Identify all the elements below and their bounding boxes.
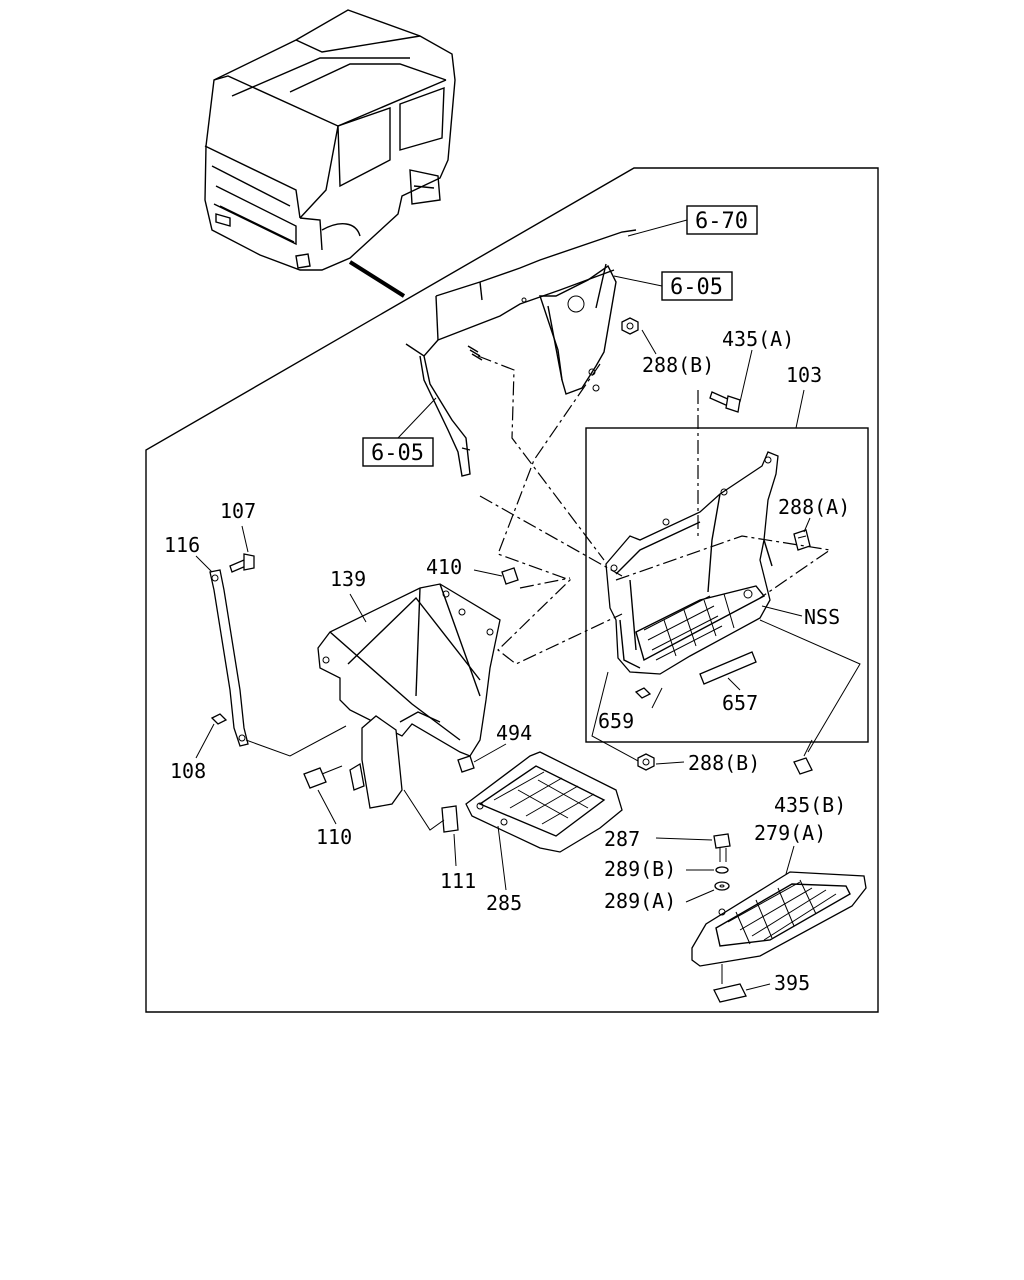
label-288b-bottom: 288(B) bbox=[688, 751, 760, 775]
leader bbox=[655, 837, 713, 841]
leader bbox=[317, 789, 337, 825]
leader bbox=[397, 397, 437, 439]
truck-cab-illustration bbox=[204, 9, 456, 298]
label-657: 657 bbox=[722, 691, 758, 715]
label-108: 108 bbox=[170, 759, 206, 783]
label-279a: 279(A) bbox=[754, 821, 826, 845]
leader bbox=[803, 517, 811, 533]
ref-6-70-label: 6-70 bbox=[695, 209, 748, 234]
label-289a: 289(A) bbox=[604, 889, 676, 913]
leader bbox=[473, 569, 503, 577]
leader bbox=[651, 687, 663, 709]
bolt-110 bbox=[303, 762, 365, 791]
leader bbox=[403, 789, 445, 831]
label-435a: 435(A) bbox=[722, 327, 794, 351]
nut-108 bbox=[210, 713, 228, 725]
chassis-bracket bbox=[405, 229, 637, 477]
label-287: 287 bbox=[604, 827, 640, 851]
clip-111 bbox=[441, 805, 459, 833]
step-bracket-103 bbox=[605, 451, 779, 675]
leader bbox=[497, 825, 507, 891]
label-395: 395 bbox=[774, 971, 810, 995]
label-289b: 289(B) bbox=[604, 857, 676, 881]
leader bbox=[349, 593, 367, 623]
leader bbox=[761, 605, 803, 617]
leader bbox=[195, 723, 215, 759]
stay-116 bbox=[209, 569, 249, 747]
leader bbox=[685, 889, 715, 903]
leader bbox=[627, 219, 688, 237]
assembly-103-box bbox=[585, 427, 869, 743]
leader bbox=[473, 743, 507, 763]
clip-288a bbox=[793, 529, 811, 551]
washer-289b bbox=[715, 866, 729, 874]
ref-6-05-top-label: 6-05 bbox=[670, 275, 723, 300]
label-116: 116 bbox=[164, 533, 200, 557]
leader bbox=[785, 845, 795, 875]
bolt-435a bbox=[709, 391, 741, 413]
washer-289a bbox=[714, 881, 730, 891]
leader bbox=[745, 983, 771, 991]
leader bbox=[739, 349, 753, 403]
washer-659 bbox=[634, 687, 652, 699]
label-103: 103 bbox=[786, 363, 822, 387]
label-288b-top: 288(B) bbox=[642, 353, 714, 377]
bolt-494 bbox=[457, 755, 475, 773]
label-285: 285 bbox=[486, 891, 522, 915]
clip-395 bbox=[713, 983, 747, 1003]
leader bbox=[241, 525, 249, 553]
label-435b: 435(B) bbox=[774, 793, 846, 817]
label-659: 659 bbox=[598, 709, 634, 733]
strip-657 bbox=[699, 651, 757, 685]
ref-6-05-left-label: 6-05 bbox=[371, 441, 424, 466]
label-410: 410 bbox=[426, 555, 462, 579]
label-111: 111 bbox=[440, 869, 476, 893]
step-285 bbox=[465, 751, 623, 853]
bracket-139 bbox=[317, 583, 501, 809]
leader bbox=[195, 555, 213, 573]
label-107: 107 bbox=[220, 499, 256, 523]
nut-288b-top bbox=[621, 317, 639, 335]
assembly-lines bbox=[477, 355, 861, 763]
leader bbox=[613, 275, 663, 287]
bolt-287 bbox=[713, 833, 731, 862]
step-279a bbox=[691, 871, 867, 967]
label-139: 139 bbox=[330, 567, 366, 591]
leader bbox=[655, 761, 685, 765]
label-494: 494 bbox=[496, 721, 532, 745]
leader bbox=[641, 329, 657, 355]
bolt-435b bbox=[793, 739, 813, 775]
leader bbox=[453, 833, 457, 867]
leader bbox=[245, 725, 347, 757]
label-288a: 288(A) bbox=[778, 495, 850, 519]
leader bbox=[727, 677, 741, 691]
label-nss: NSS bbox=[804, 605, 840, 629]
leader bbox=[795, 389, 805, 429]
detail-frame bbox=[145, 167, 879, 1013]
nut-288b-bottom bbox=[637, 753, 655, 771]
bolt-107 bbox=[229, 553, 255, 573]
bolt-410 bbox=[501, 567, 519, 585]
label-110: 110 bbox=[316, 825, 352, 849]
